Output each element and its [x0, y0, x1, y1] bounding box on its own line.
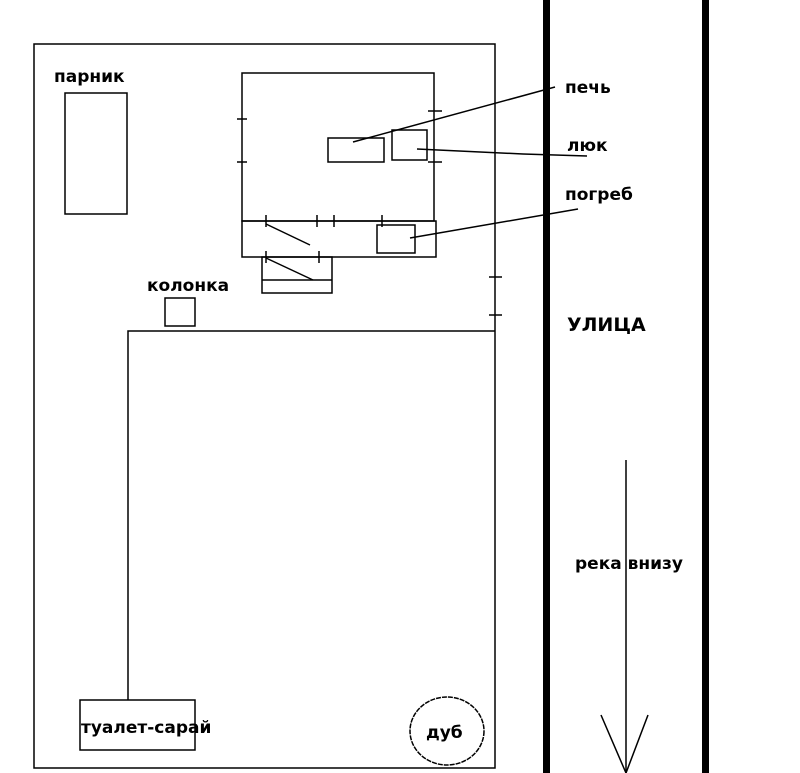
- cellar-label: погреб: [565, 185, 633, 205]
- garden-fence: [127, 330, 495, 700]
- street-label: УЛИЦА: [567, 314, 646, 336]
- arrow-down-icon: [600, 714, 649, 773]
- water-pump: [164, 297, 196, 327]
- road-edge-right: [702, 0, 709, 773]
- road-edge-left: [543, 0, 550, 773]
- toilet-shed-label: туалет-сарай: [81, 718, 211, 738]
- river-label: река внизу: [575, 554, 683, 574]
- veranda: [241, 220, 437, 258]
- plot-boundary: [33, 43, 496, 769]
- oak-label: дуб: [426, 723, 463, 743]
- oak-tree: [409, 696, 485, 766]
- cellar: [376, 224, 416, 254]
- hatch-label: люк: [567, 136, 608, 156]
- water-pump-label: колонка: [147, 276, 229, 296]
- greenhouse-label: парник: [54, 67, 125, 87]
- hatch-leader: [416, 148, 588, 157]
- stove: [327, 137, 385, 163]
- greenhouse: [64, 92, 128, 215]
- door-swing: [265, 223, 311, 246]
- stove-label: печь: [565, 78, 611, 98]
- door-swing: [265, 257, 314, 281]
- stove-leader: [352, 86, 556, 143]
- hatch: [391, 129, 428, 161]
- porch: [261, 256, 333, 294]
- cellar-leader: [409, 208, 579, 239]
- house: [241, 72, 435, 222]
- toilet-shed: [79, 699, 196, 751]
